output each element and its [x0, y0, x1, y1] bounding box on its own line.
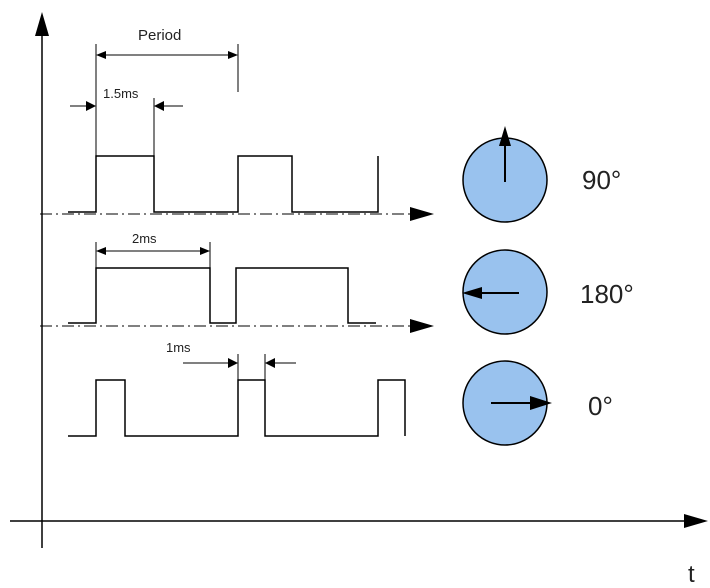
dim-1-5ms: 1.5ms: [70, 86, 183, 156]
waveform-1-5ms: [68, 155, 379, 213]
dial-180: 180°: [462, 249, 634, 335]
baseline-1-arrowhead: [410, 207, 434, 221]
t-axis-label: t: [688, 561, 695, 588]
period-dimension: Period: [95, 27, 239, 156]
label-2ms: 2ms: [132, 231, 157, 246]
baseline-2-arrowhead: [410, 319, 434, 333]
waveform-1ms: [68, 379, 406, 437]
y-axis-arrowhead: [35, 12, 49, 36]
period-label: Period: [138, 27, 181, 44]
dim-2ms: 2ms: [95, 231, 211, 268]
x-axis-arrowhead: [684, 514, 708, 528]
angle-0-label: 0°: [588, 391, 613, 421]
dial-0: 0°: [462, 360, 613, 446]
label-1ms: 1ms: [166, 340, 191, 355]
angle-180-label: 180°: [580, 279, 634, 309]
dim-1ms: 1ms: [166, 340, 296, 380]
axes: t: [10, 12, 708, 588]
label-1-5ms: 1.5ms: [103, 86, 139, 101]
waveform-2ms: [68, 267, 376, 324]
dial-90: 90°: [462, 126, 621, 223]
angle-90-label: 90°: [582, 165, 621, 195]
